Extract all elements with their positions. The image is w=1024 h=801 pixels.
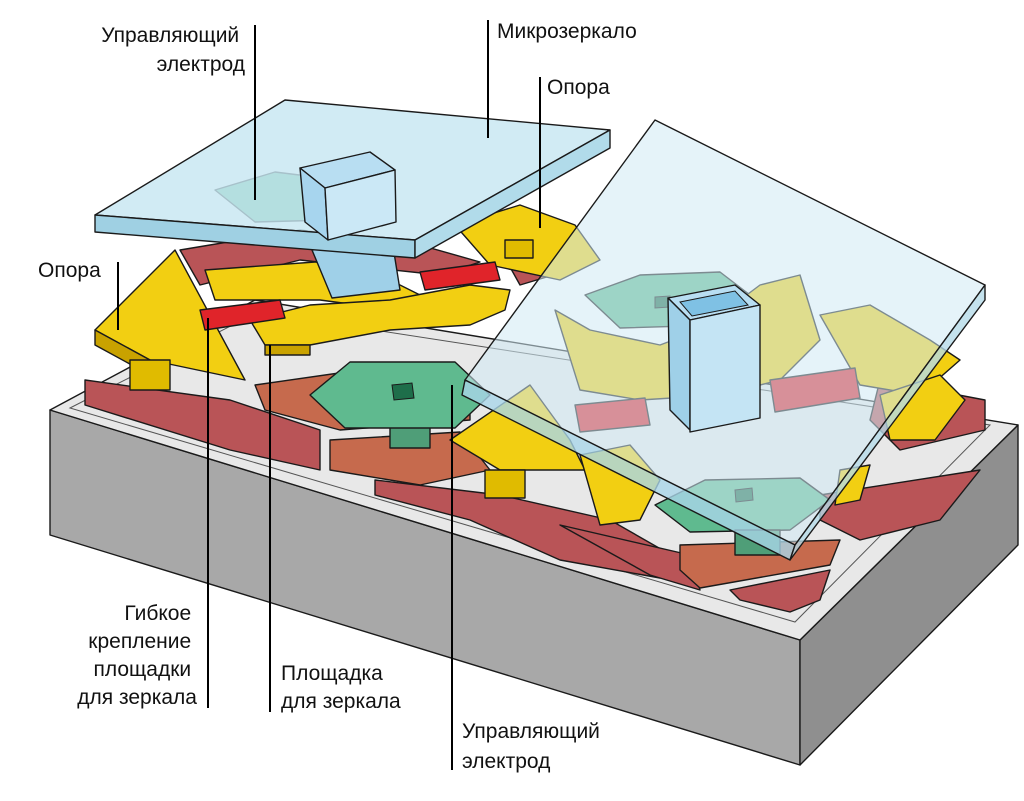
mirror-post-box xyxy=(324,169,397,241)
hinge xyxy=(199,299,286,331)
labels: Управляющий электрод Микрозеркало Опора … xyxy=(38,20,637,773)
support-middle-post xyxy=(484,469,526,499)
label-line: электрод xyxy=(157,53,245,76)
label-line: для зеркала xyxy=(281,690,401,713)
label-line: крепление xyxy=(88,630,191,653)
electrode xyxy=(729,569,831,613)
label-mirror-pad: Площадка для зеркала xyxy=(281,662,401,713)
label-flex-hinge: Гибкое крепление площадки для зеркала xyxy=(77,602,197,709)
label-line: Площадка xyxy=(281,662,383,685)
label-support-top: Опора xyxy=(547,76,610,99)
label-line: для зеркала xyxy=(77,686,197,709)
hinge xyxy=(419,261,501,291)
support-left-post xyxy=(129,359,171,391)
mirror-post-box xyxy=(689,304,761,433)
electrode xyxy=(559,524,701,591)
micromirror-right xyxy=(461,119,986,561)
leader-lines xyxy=(117,20,541,770)
micromirror-plate-edge xyxy=(414,129,611,259)
label-line: электрод xyxy=(462,750,550,773)
electrode xyxy=(84,379,321,471)
mirror-post-box-inner xyxy=(679,290,749,317)
mirror-pad-post-hole xyxy=(391,382,415,401)
label-micromirror: Микрозеркало xyxy=(497,20,637,43)
micromirror-plate-edge xyxy=(789,284,986,561)
label-line: Гибкое xyxy=(124,602,191,625)
mirror-post-box xyxy=(667,297,691,431)
yoke-edge xyxy=(264,344,311,356)
label-line: площадки xyxy=(93,658,191,681)
micromirror-left xyxy=(94,99,611,299)
label-support-left: Опора xyxy=(38,259,101,282)
label-line: Управляющий xyxy=(462,720,600,743)
electrode xyxy=(679,539,841,589)
support-top-block xyxy=(504,239,534,259)
label-control-electrode-top: Управляющий электрод xyxy=(101,24,245,76)
electrode xyxy=(329,431,491,486)
label-line: Управляющий xyxy=(101,24,239,47)
label-control-electrode-bottom: Управляющий электрод xyxy=(462,720,606,773)
